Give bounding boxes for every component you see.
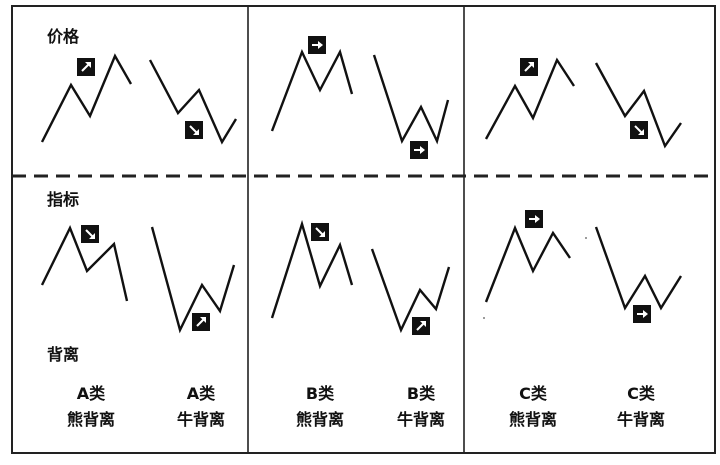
arrow-up-right-icon <box>191 312 211 332</box>
zigzag-lines <box>40 48 683 334</box>
arrow-right-icon <box>524 209 544 229</box>
arrow-down-right-icon <box>310 222 330 242</box>
price-line-a-bull <box>148 59 238 145</box>
arrow-down-right-icon <box>629 120 649 140</box>
price-line-c-bull <box>594 62 682 149</box>
price-line-b-bear <box>270 48 354 132</box>
price-line-a-bear <box>40 53 133 143</box>
indicator-line-a-bull <box>150 226 236 334</box>
arrow-down-right-icon <box>80 224 100 244</box>
outer-frame <box>11 5 716 454</box>
price-line-b-bull <box>372 54 450 145</box>
price-line-c-bear <box>484 57 576 140</box>
arrow-down-right-icon <box>184 120 204 140</box>
arrow-right-icon <box>409 140 429 160</box>
indicator-line-c-bull <box>594 226 683 311</box>
indicator-line-a-bear <box>40 225 129 302</box>
arrow-up-right-icon <box>411 316 431 336</box>
indicator-line-b-bear <box>270 219 354 319</box>
arrow-up-right-icon <box>76 57 96 77</box>
arrow-right-icon <box>307 35 327 55</box>
speck <box>585 237 587 239</box>
indicator-line-c-bear <box>484 224 571 303</box>
arrow-right-icon <box>632 304 652 324</box>
arrow-up-right-icon <box>519 57 539 77</box>
indicator-line-b-bull <box>370 248 451 334</box>
speck <box>483 317 485 319</box>
